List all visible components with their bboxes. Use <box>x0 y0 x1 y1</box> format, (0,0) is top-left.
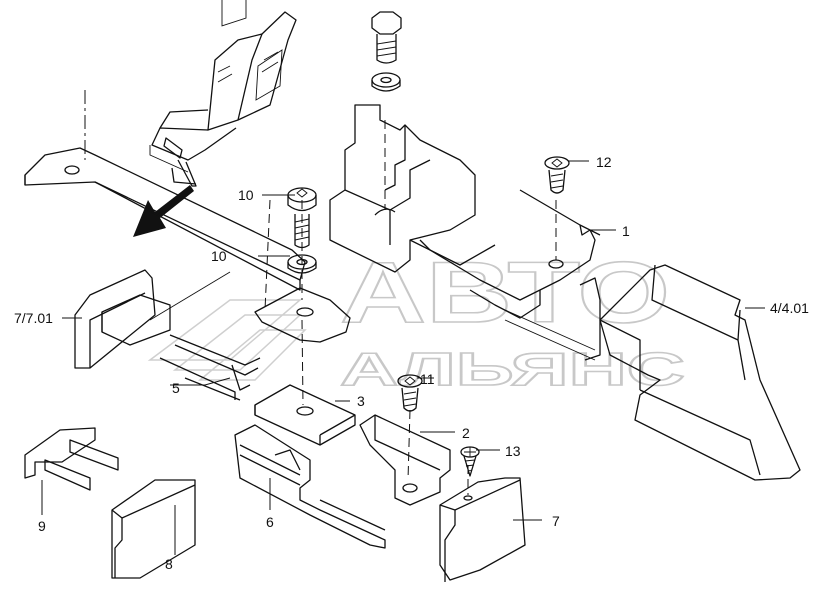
part-7-01-endcap <box>74 269 171 369</box>
watermark: АВТО АЛЬЯНС <box>147 244 686 396</box>
part-2-channel <box>359 414 451 506</box>
box-bracket <box>329 104 496 273</box>
callout-10-01: 10 <box>211 248 227 264</box>
callout-labels: 10 10 12 1 4/4.01 7/7.01 5 11 3 2 13 7 6… <box>14 154 809 572</box>
pointer-arrow <box>133 185 194 237</box>
part-6-rail <box>234 424 386 549</box>
callout-7: 7 <box>552 513 560 529</box>
watermark-line2: АЛЬЯНС <box>340 343 685 395</box>
part-4-block <box>599 264 801 481</box>
part-12-screw <box>544 156 570 194</box>
callout-1: 1 <box>622 223 630 239</box>
part-10-01-washer <box>287 254 317 274</box>
callout-4-4-01: 4/4.01 <box>770 300 809 316</box>
part-8-cap <box>111 479 196 579</box>
callout-12: 12 <box>596 154 612 170</box>
callout-10: 10 <box>238 187 254 203</box>
callout-11: 11 <box>420 371 435 387</box>
part-5-rail <box>159 334 261 401</box>
base-frame <box>24 147 306 321</box>
callout-7-7-01: 7/7.01 <box>14 310 53 326</box>
callout-13: 13 <box>505 443 521 459</box>
callout-2: 2 <box>462 425 470 441</box>
part-1-bracket <box>419 189 601 361</box>
part-3-slider <box>254 384 356 446</box>
seat-illustration <box>133 0 297 237</box>
part-7-endcap <box>439 477 526 582</box>
callout-8: 8 <box>165 556 173 572</box>
callout-3: 3 <box>357 393 365 409</box>
leader-lines <box>41 160 765 555</box>
hex-bolt-top <box>371 11 402 92</box>
callout-9: 9 <box>38 518 46 534</box>
part-11-screw <box>397 374 423 412</box>
callout-6: 6 <box>266 514 274 530</box>
callout-5: 5 <box>172 380 180 396</box>
part-9-clip <box>24 427 119 491</box>
mounting-plate <box>254 287 351 343</box>
part-13-screw <box>460 446 480 501</box>
